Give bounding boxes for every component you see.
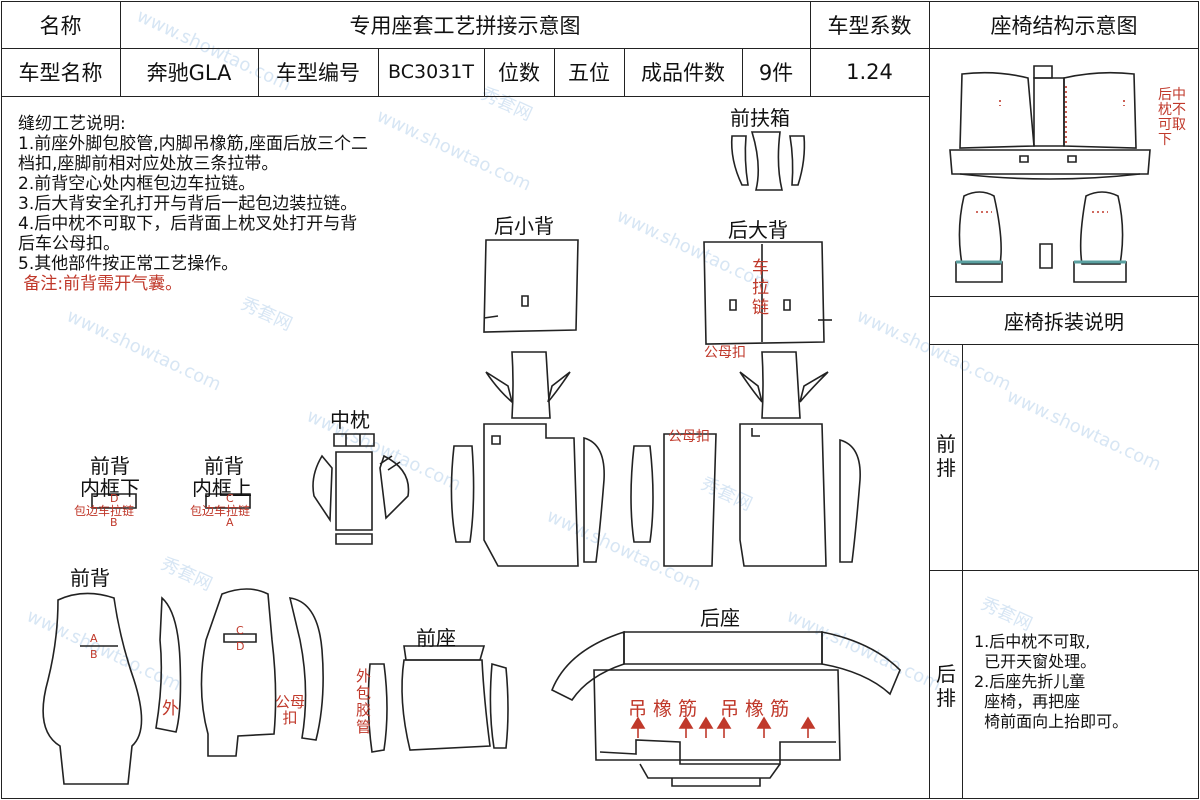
middle-pillow-pieces (312, 433, 410, 545)
model-name: 奔驰GLA (146, 61, 232, 85)
model-code: BC3031T (388, 61, 474, 83)
label-front-back-lower-1: 前背 (90, 454, 130, 478)
notes-line: 2.前背空心处内框包边车拉链。 (18, 174, 256, 194)
label-male-female-2: 公母扣 (668, 429, 710, 445)
label-rear-big-back: 后大背 (728, 218, 788, 242)
grid-line (929, 570, 1199, 571)
grid-line (120, 1, 121, 48)
label-front-armrest: 前扶箱 (730, 106, 790, 130)
label-front-back-upper-1: 前背 (204, 454, 244, 478)
seats-label: 位数 (498, 61, 540, 85)
letter-a-front: A (90, 632, 98, 645)
rear-bench-structure (949, 65, 1151, 180)
letter-c: C (226, 492, 234, 505)
sewing-notes: 缝纫工艺说明: 1.前座外脚包胶管,内脚吊橡筋,座面后放三个二 档扣,座脚前相对… (18, 114, 498, 294)
grid-line (962, 344, 963, 799)
letter-d-front: D (236, 640, 245, 653)
model-name-label: 车型名称 (18, 61, 103, 85)
label-rubber-1: 吊 橡 筋 (628, 698, 698, 720)
disassembly-title: 座椅拆装说明 (1004, 309, 1124, 334)
pieces-label: 成品件数 (641, 61, 725, 85)
grid-line (1, 48, 1199, 49)
structure-title: 座椅结构示意图 (990, 13, 1138, 38)
label-middle-pillow: 中枕 (330, 408, 370, 432)
rear-row-label: 后排 (936, 662, 956, 710)
grid-line (742, 48, 743, 96)
seats-value: 五位 (568, 61, 610, 85)
rear-note-line: 已开天窗处理。 (974, 652, 1097, 671)
pieces-value: 9件 (758, 61, 794, 85)
label-edge-zip-2: 包边车拉链 (190, 504, 251, 518)
label-rear-small-back: 后小背 (494, 214, 554, 238)
rear-note-line: 椅前面向上抬即可。 (974, 712, 1129, 731)
label-outer-wrap: 外包胶管 (356, 667, 372, 736)
model-code-label: 车型编号 (276, 61, 360, 85)
front-row-label: 前排 (936, 432, 956, 480)
rear-pillow-note: 后中枕不可取下 (1158, 87, 1186, 148)
rear-big-back-pieces (630, 241, 861, 567)
front-seat-structure (955, 191, 1127, 283)
rear-note-line: 座椅，再把座 (974, 692, 1081, 711)
grid-line (929, 296, 1199, 297)
label-zipper: 车拉链 (752, 258, 769, 318)
letter-c-front: C (236, 624, 244, 637)
grid-line (929, 1, 930, 799)
rear-note-line: 2.后座先折儿童 (974, 672, 1086, 691)
label-male-female-1: 公母扣 (704, 345, 746, 361)
notes-line: 3.后大背安全孔打开与背后一起包边装拉链。 (18, 194, 358, 214)
rubber-arrows (630, 716, 816, 738)
grid-line (624, 48, 625, 96)
grid-line (120, 48, 121, 96)
front-armrest-pieces (730, 131, 806, 191)
letter-b: B (110, 516, 118, 529)
letter-a: A (226, 516, 234, 529)
notes-remark: 备注:前背需开气囊。 (18, 274, 183, 294)
label-rubber-2: 吊 橡 筋 (720, 698, 790, 720)
rear-disassembly-notes: 1.后中枕不可取, 已开天窗处理。 2.后座先折儿童 座椅，再把座 椅前面向上抬… (974, 632, 1128, 732)
rear-small-back-pieces (450, 239, 605, 567)
label-outer: 外 (162, 699, 179, 719)
label-male-female-3: 公母扣 (274, 693, 305, 727)
letter-b-front: B (90, 648, 98, 661)
front-back-pieces (42, 588, 324, 785)
letter-d: D (110, 492, 119, 505)
front-back-frame-pieces (91, 493, 251, 509)
grid-line (484, 48, 485, 96)
label-rear-seat: 后座 (700, 606, 740, 630)
rear-note-line: 1.后中枕不可取, (974, 632, 1091, 651)
front-seat-pieces (367, 645, 509, 753)
grid-line (378, 48, 379, 96)
grid-line (258, 48, 259, 96)
name-label: 名称 (39, 13, 82, 38)
grid-line (929, 344, 1199, 345)
notes-line: 4.后中枕不可取下，后背面上枕叉处打开与背 (18, 214, 358, 234)
notes-line: 1.前座外脚包胶管,内脚吊橡筋,座面后放三个二 (18, 134, 369, 154)
label-front-back-upper-2: 内框上 (192, 476, 252, 500)
grid-line (810, 1, 811, 96)
page-title: 专用座套工艺拼接示意图 (349, 13, 581, 38)
rear-seat-pieces (550, 630, 901, 787)
label-front-back-lower-2: 内框下 (80, 476, 140, 500)
notes-line: 后车公母扣。 (18, 234, 120, 254)
label-front-back: 前背 (70, 566, 110, 590)
grid-line (1, 96, 929, 97)
notes-title: 缝纫工艺说明: (18, 114, 126, 134)
label-front-seat: 前座 (416, 626, 456, 650)
notes-line: 5.其他部件按正常工艺操作。 (18, 254, 239, 274)
rear-pillow-dashes (999, 86, 1125, 144)
label-edge-zip-1: 包边车拉链 (74, 504, 135, 518)
notes-line: 档扣,座脚前相对应处放三条拉带。 (18, 154, 279, 174)
coef-label: 车型系数 (827, 13, 912, 38)
coef-value: 1.24 (846, 60, 893, 84)
grid-line (554, 48, 555, 96)
